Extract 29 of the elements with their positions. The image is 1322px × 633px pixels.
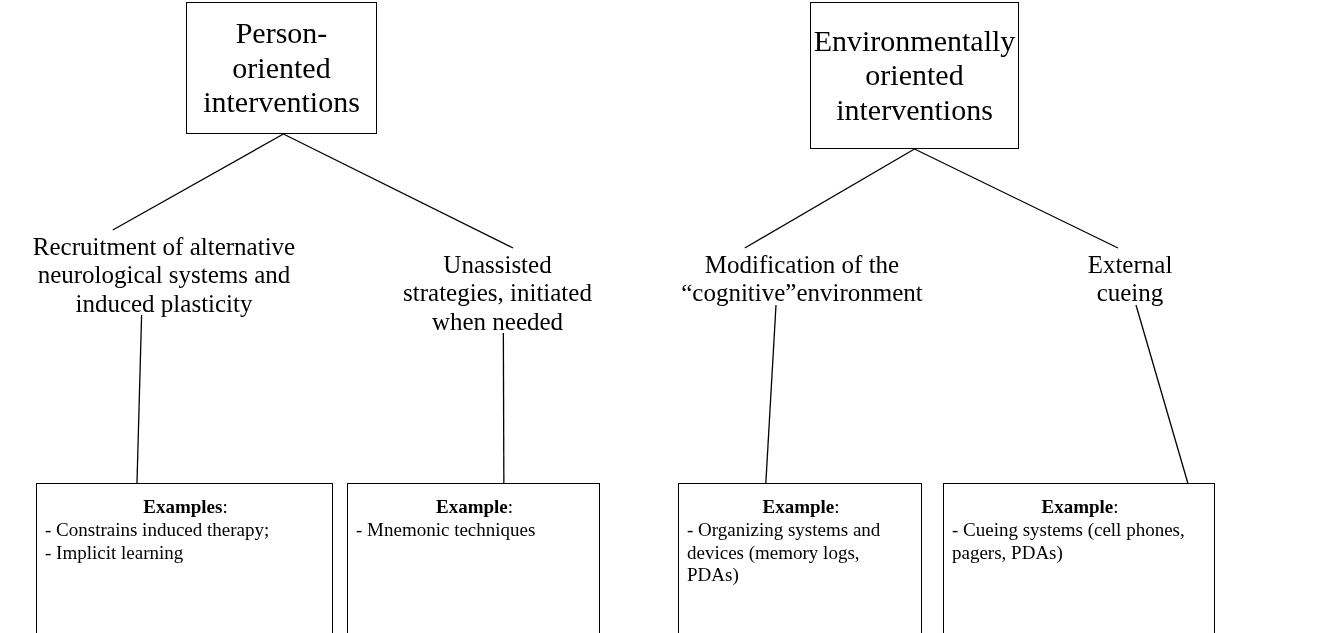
connector-line [1135,304,1189,484]
example-heading: Examples: [142,496,229,519]
example-box [347,483,600,633]
example-heading: Example: [1040,496,1120,519]
category-box [810,2,1019,149]
example-item: - Organizing systems and devices (memory logs, PDAs) [687,518,882,588]
example-heading: Example: [434,496,515,519]
example-item: - Implicit learning [45,541,185,565]
connector-line [744,148,916,249]
connector-line [136,314,143,484]
example-box [36,483,333,633]
example-box [678,483,922,633]
strategy-label: Modification of the “cognitive”environment [672,251,932,308]
example-item: - Constrains induced therapy; [45,518,271,542]
connector-line [112,133,285,231]
connector-line [913,148,1119,249]
strategy-label: Recruitment of alternative neurological systems and induced plasticity [4,233,324,318]
category-title: Environmentally oriented interventions [813,23,1016,128]
example-heading: Example: [761,496,841,519]
connector-line [282,133,514,249]
connector-line [765,304,777,484]
strategy-label: External cueing [1070,251,1190,308]
example-item: - Mnemonic techniques [356,518,537,542]
category-box [186,2,377,134]
example-box [943,483,1215,633]
strategy-label: Unassisted strategies, initiated when needed [400,251,595,336]
category-title: Person-oriented interventions [202,16,361,120]
connector-line [502,332,505,484]
example-item: - Cueing systems (cell phones, pagers, PDAs) [952,518,1186,565]
